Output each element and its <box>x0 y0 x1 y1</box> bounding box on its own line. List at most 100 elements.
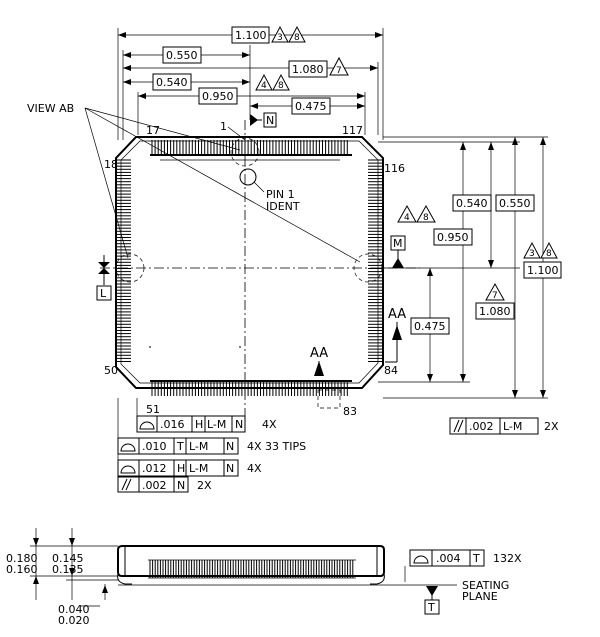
arrowhead <box>242 79 250 85</box>
fcf-side <box>409 549 485 567</box>
arrowhead <box>357 93 365 99</box>
dim-pin-span: 0.950 <box>202 90 234 103</box>
note-number: 7 <box>336 66 342 76</box>
dim-half-width: 0.550 <box>166 49 198 62</box>
pin1-ident-leader <box>253 181 265 193</box>
pin1-leader <box>227 126 246 141</box>
arrowhead <box>123 52 131 58</box>
arrowhead <box>138 93 146 99</box>
fcf-row4-d1: N <box>177 479 185 492</box>
side-lead-row <box>149 560 354 578</box>
pin-row-right <box>368 159 383 362</box>
side-dim-020: 0.020 <box>58 614 90 627</box>
dim-v-half-height: 0.550 <box>499 197 531 210</box>
view-ab-leader <box>84 107 129 259</box>
pin-number-17: 17 <box>146 124 160 137</box>
pin-number-83: 83 <box>343 405 357 418</box>
view-ab-leader <box>84 107 241 151</box>
dim-box-0475 <box>291 97 331 115</box>
note-number: 4 <box>261 81 267 91</box>
datum-l-triangle <box>98 268 110 274</box>
fcf-row3-d1: H <box>177 462 185 475</box>
profile-icon <box>120 443 136 452</box>
seating-label-2: PLANE <box>462 590 498 603</box>
fcf-row2-d3: N <box>226 440 234 453</box>
note-number: 8 <box>294 33 300 43</box>
note-number: 8 <box>278 81 284 91</box>
side-view: 0.180 0.160 0.145 0.135 0.040 0.020 .004… <box>6 528 522 627</box>
arrowhead <box>69 568 75 576</box>
arrowhead <box>460 142 466 150</box>
fcf-row3-tol: .012 <box>142 462 167 475</box>
view-aa-box <box>317 389 341 409</box>
view-circle-top <box>230 137 260 167</box>
package-body-outline <box>115 136 384 389</box>
dim-v-body-height: 1.080 <box>479 305 511 318</box>
dim-half-body: 0.540 <box>156 76 188 89</box>
fcf-stack: .016 H L-M N 4X .010 T L-M N 4X 33 TIPS … <box>117 398 306 493</box>
top-labels: VIEW AB PIN 1 IDENT 1 17 18 50 51 83 84 … <box>27 102 406 418</box>
arrowhead <box>357 103 365 109</box>
arrowhead <box>427 374 433 382</box>
fcf-row2-d2: L-M <box>189 440 208 453</box>
datum-m-label: M <box>393 237 403 250</box>
datum-l-box <box>96 285 112 301</box>
note-triangle <box>255 73 273 91</box>
note-triangle <box>485 282 505 301</box>
aa-label-right: AA <box>388 307 406 322</box>
profile-icon <box>413 555 429 564</box>
arrowhead <box>512 390 518 398</box>
fcf-right-tol: .002 <box>469 420 494 433</box>
pin-number-117: 117 <box>342 124 363 137</box>
fcf-row1-note: 4X <box>262 418 277 431</box>
dim-box-0540 <box>152 73 192 91</box>
fcf-side-note: 132X <box>493 552 522 565</box>
arrowhead <box>242 52 250 58</box>
note-number: 8 <box>546 249 552 259</box>
fcf-right <box>449 417 539 435</box>
dim-overall-width: 1.100 <box>235 29 267 42</box>
dim-v-overall-height: 1.100 <box>527 264 559 277</box>
note-number: 7 <box>492 291 498 301</box>
fcf-right-note: 2X <box>544 420 559 433</box>
fcf-row1-d2: L-M <box>207 418 226 431</box>
arrowhead <box>540 390 546 398</box>
fcf-row1-tol: .016 <box>160 418 185 431</box>
top-dimensions: 1.100 3 8 0.550 1.080 7 0.540 4 8 0.950 … <box>117 25 384 140</box>
arrowhead <box>33 538 39 546</box>
pin-row-top <box>151 140 348 155</box>
datum-n-triangle <box>250 114 258 126</box>
fcf-side-tol: .004 <box>436 552 461 565</box>
side-lead-foot-right <box>370 573 385 585</box>
fcf-row4-note: 2X <box>197 479 212 492</box>
side-dim-145: 0.145 <box>52 552 84 565</box>
datum-l-label: L <box>100 287 107 300</box>
parallel-icon <box>453 419 460 433</box>
aa-arrow-bottom <box>314 361 324 376</box>
note-triangle <box>329 56 349 76</box>
note-triangle <box>523 241 541 259</box>
pin1-ident-line2: IDENT <box>266 200 300 213</box>
note-number: 3 <box>529 249 535 259</box>
arrowhead <box>123 79 131 85</box>
dim-box-1100 <box>231 26 270 44</box>
note-triangle <box>272 73 290 91</box>
note-triangle <box>288 25 306 43</box>
note-number: 8 <box>423 213 429 223</box>
arrowhead <box>375 32 383 38</box>
pin1-ident-circle <box>239 168 257 186</box>
datum-n-box <box>263 112 277 128</box>
view-circle-left <box>115 253 145 283</box>
side-dim-180: 0.180 <box>6 552 38 565</box>
datum-n-label: N <box>266 114 274 127</box>
pin-number-1: 1 <box>220 120 227 133</box>
dim-box-v-0950 <box>433 228 473 246</box>
side-dim-135: 0.135 <box>52 563 84 576</box>
arrowhead <box>370 65 378 71</box>
dim-box-0550 <box>162 46 202 64</box>
datum-t-label: T <box>427 601 435 614</box>
arrowhead <box>69 538 75 546</box>
side-body-outline <box>117 545 385 577</box>
package-body-inner <box>120 140 379 384</box>
